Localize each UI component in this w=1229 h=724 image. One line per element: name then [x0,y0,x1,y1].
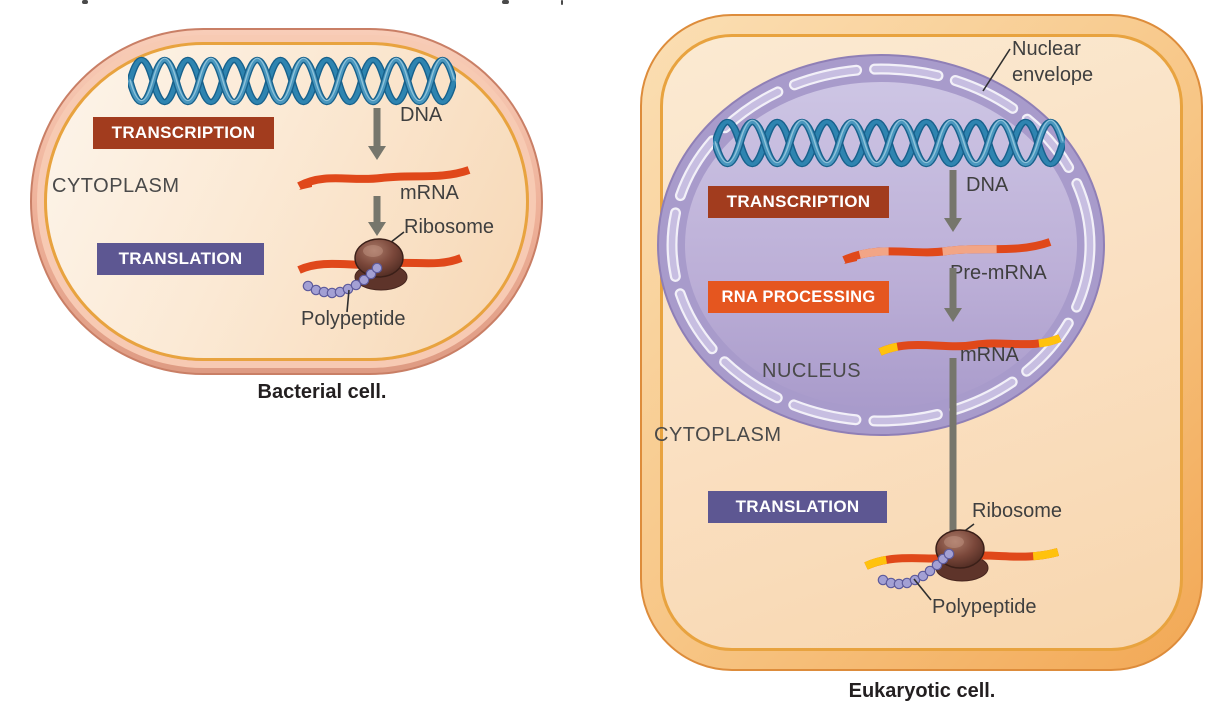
cropped-text-remnant [82,0,88,4]
cropped-text-remnant [561,0,563,5]
nucleus-label: NUCLEUS [762,360,862,382]
eukaryotic-dna-label: DNA [966,174,1009,196]
eukaryotic-mrna-strand [878,334,1062,356]
bacterial-polypeptide-chain [302,262,383,299]
bacterial-arrow-dna-to-mrna [368,108,386,160]
pre-mrna-strand [842,238,1052,264]
bacterial-transcription-step-box: TRANSCRIPTION [93,117,274,149]
eukaryotic-ribosome-label: Ribosome [972,500,1063,522]
bacterial-mrna-label: mRNA [400,182,459,204]
eukaryotic-mrna-label: mRNA [960,344,1019,366]
pre-mrna-intron-segments [842,238,1052,264]
nuclear-envelope-label: Nuclear envelope [1012,36,1093,88]
bacterial-polypeptide-leader-line [346,289,350,313]
eukaryotic-arrow-premrna-to-mrna [944,268,962,322]
nuclear-envelope-label-line2: envelope [1012,64,1094,86]
eukaryotic-translation-label: TRANSLATION [735,497,860,516]
eukaryotic-arrow-dna-to-premrna [944,170,962,232]
bacterial-ribosome-large-subunit [354,238,404,278]
eukaryotic-translation-graphic [864,529,1060,590]
bacterial-translation-label: TRANSLATION [118,249,243,268]
bacterial-arrow-mrna-to-ribosome [368,196,386,236]
eukaryotic-transcription-step-box: TRANSCRIPTION [708,186,889,218]
bacterial-ribosome-label: Ribosome [404,216,495,238]
eukaryotic-transcription-label: TRANSCRIPTION [726,192,871,211]
rna-processing-label: RNA PROCESSING [721,287,876,306]
cropped-text-remnant [502,0,509,4]
bacterial-translation-graphic [297,238,463,299]
bacterial-translation-step-box: TRANSLATION [97,243,264,275]
bacterial-mrna-strand [297,166,471,190]
eukaryotic-dna-helix [713,119,1065,167]
eukaryotic-cell-caption: Eukaryotic cell. [848,680,996,702]
pre-mrna-label: Pre-mRNA [950,262,1047,284]
nuclear-envelope-label-line1: Nuclear [1012,38,1081,60]
rna-processing-step-box: RNA PROCESSING [708,281,889,313]
bacterial-dna-label: DNA [400,104,443,126]
bacterial-dna-helix [128,57,456,105]
eukaryotic-cytoplasm-label: CYTOPLASM [654,424,782,446]
eukaryotic-polypeptide-label: Polypeptide [932,596,1037,618]
bacterial-cell-caption: Bacterial cell. [257,381,387,403]
eukaryotic-translation-step-box: TRANSLATION [708,491,887,523]
nuclear-envelope-dashes [668,65,1094,425]
eukaryotic-polypeptide-chain [877,548,955,590]
bacterial-cytoplasm-label: CYTOPLASM [52,175,180,197]
bacterial-polypeptide-label: Polypeptide [301,308,406,330]
bacterial-transcription-label: TRANSCRIPTION [111,123,256,142]
eukaryotic-polypeptide-leader-line [913,578,932,601]
nuclear-envelope-leader-line [982,48,1011,92]
